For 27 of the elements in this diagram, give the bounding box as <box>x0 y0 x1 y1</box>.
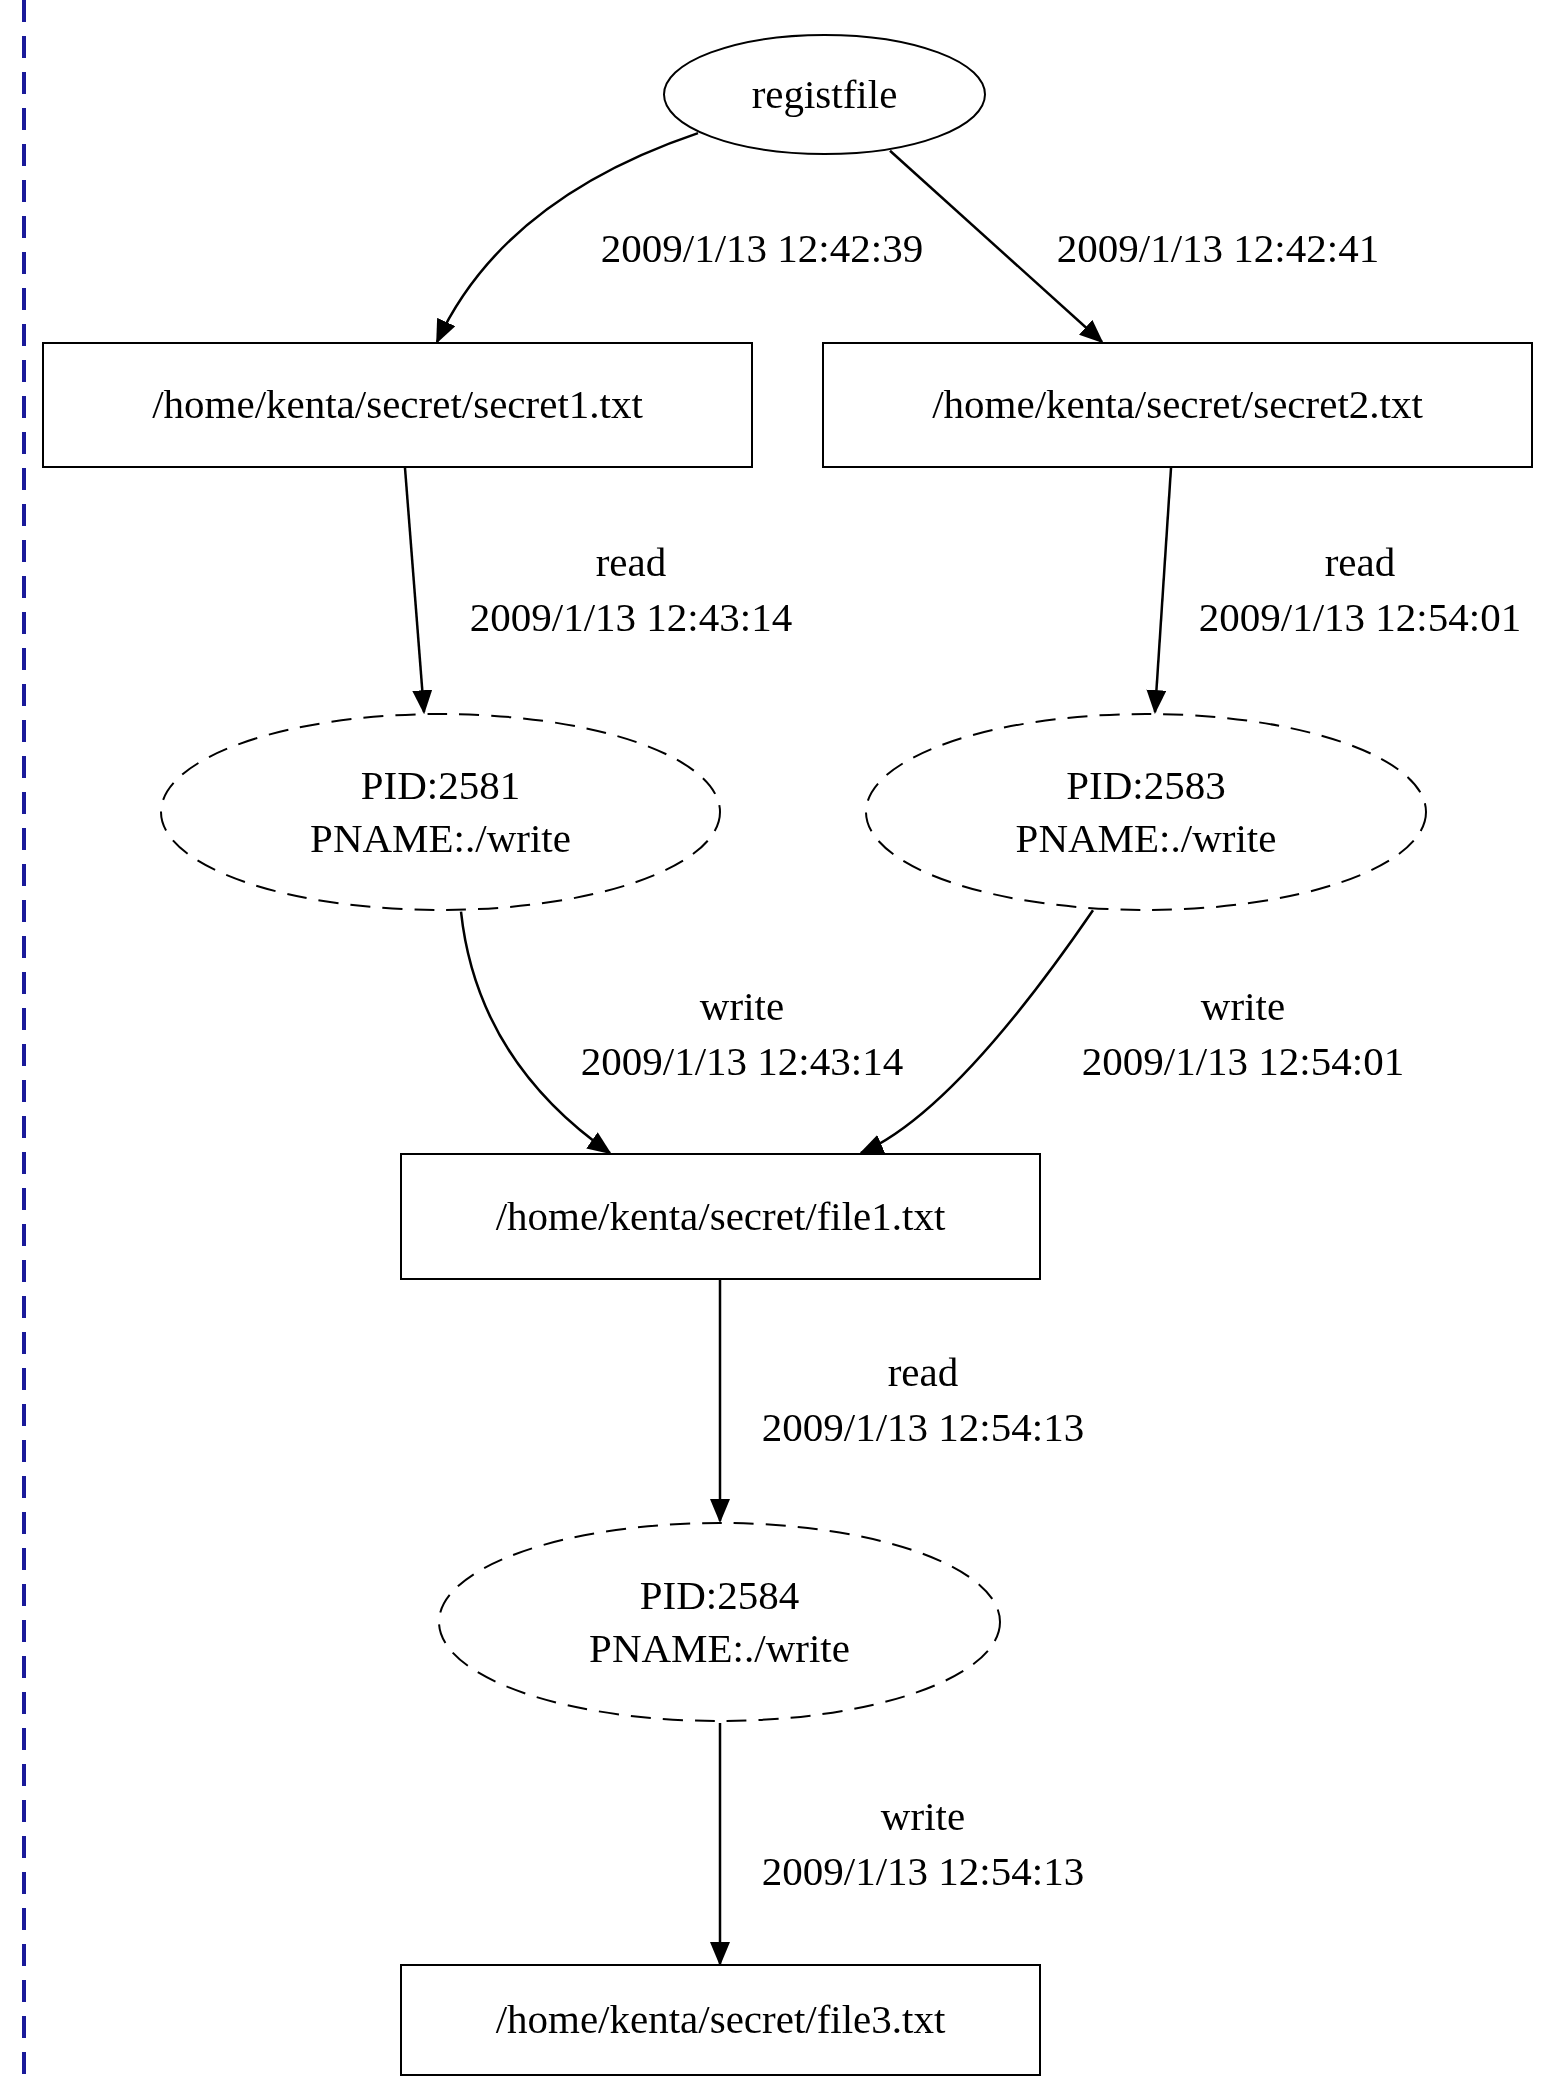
arrow <box>403 467 433 715</box>
node-label: PID:2583 <box>1066 760 1226 810</box>
node-label: PID:2584 <box>639 1570 800 1620</box>
arrow <box>859 909 1095 1155</box>
arrow <box>710 1280 730 1523</box>
arrow <box>889 149 1104 344</box>
arrow <box>435 131 699 344</box>
process-ellipse <box>437 1521 1002 1723</box>
arrow <box>710 1723 730 1966</box>
node-label: PID:2581 <box>360 760 521 810</box>
node-label: /home/kenta/secret/secret2.txt <box>932 380 1423 430</box>
node-label: /home/kenta/secret/secret1.txt <box>152 380 643 430</box>
file-box <box>400 1153 1041 1280</box>
node-label: PNAME:./write <box>589 1624 850 1673</box>
process-ellipse <box>159 712 722 912</box>
file-box <box>42 342 753 468</box>
arrow <box>459 911 612 1155</box>
node-label: PNAME:./write <box>1015 814 1277 863</box>
file-box <box>400 1964 1041 2076</box>
node-label: /home/kenta/secret/file3.txt <box>495 1995 946 2045</box>
node-label: PNAME:./write <box>310 814 571 863</box>
start-ellipse <box>662 33 987 156</box>
node-label: registfile <box>751 69 898 119</box>
node-label: /home/kenta/secret/file1.txt <box>495 1191 946 1241</box>
process-ellipse <box>864 712 1428 912</box>
file-box <box>822 342 1533 468</box>
arrow <box>1146 467 1173 715</box>
